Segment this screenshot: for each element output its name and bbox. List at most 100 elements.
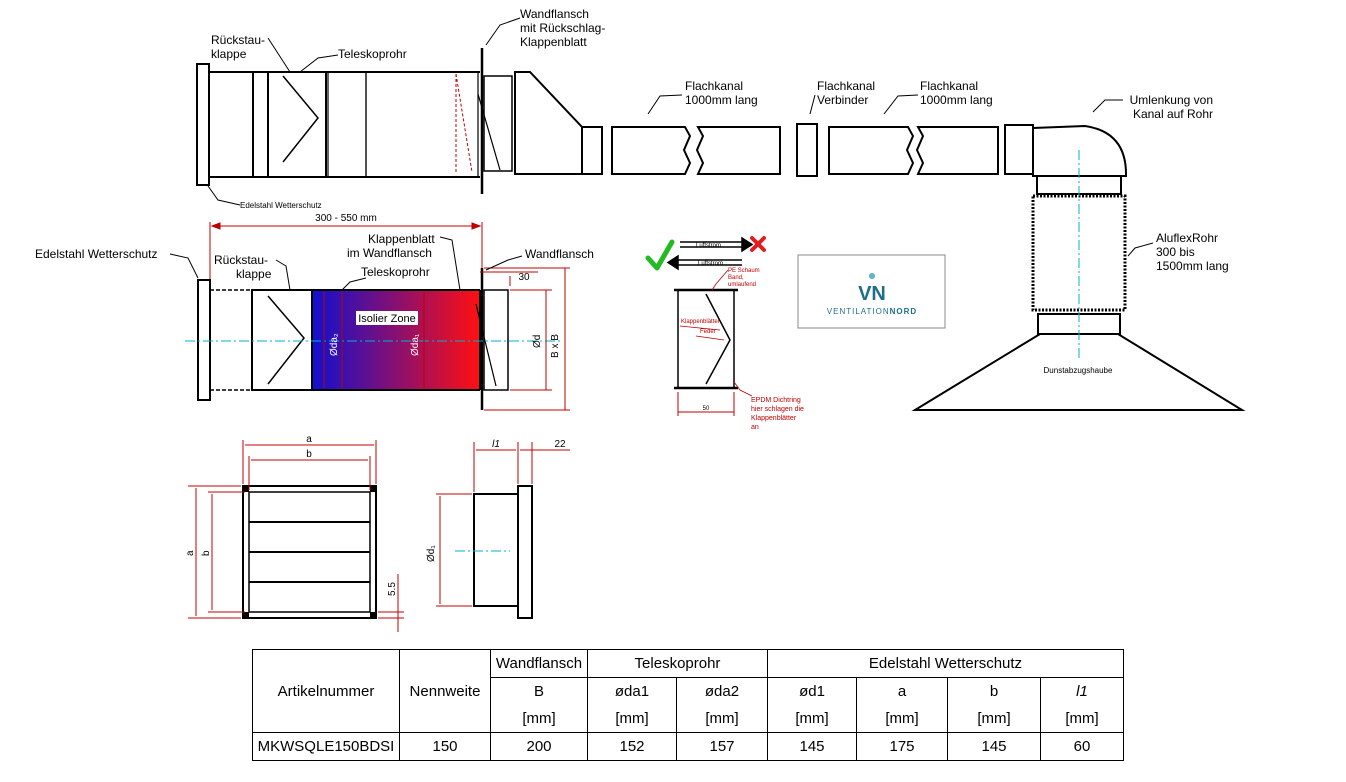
lbl-od1: Ød₁ xyxy=(426,545,437,562)
lbl-dim-30: 30 xyxy=(518,272,530,283)
th-oda2: øda2 xyxy=(676,677,768,705)
lbl-range-dim: 300 - 550 mm xyxy=(315,213,377,224)
table-cell: 145 xyxy=(767,732,857,761)
logo-text-b: NORD xyxy=(890,307,918,316)
lbl-oda2: Øda₂ xyxy=(329,333,340,356)
lbl-dunstabzug: Dunstabzugshaube xyxy=(1044,366,1113,375)
table-cell xyxy=(399,705,491,733)
th-artikelnummer: Artikelnummer xyxy=(252,677,400,705)
svg-text:Rückstau-klappe: Rückstau-klappe xyxy=(211,33,265,61)
table-header-row-2: Artikelnummer Nennweite B øda1 øda2 ød1 … xyxy=(252,677,1124,705)
th-a: a xyxy=(856,677,948,705)
top-dunstabzugshaube xyxy=(911,333,1246,411)
top-flachkanal-verbinder xyxy=(796,123,818,177)
lbl-fkv-1: Flachkanal xyxy=(817,79,875,93)
lbl-fk1-1: Flachkanal xyxy=(685,79,743,93)
lbl-od: Ød xyxy=(532,335,543,348)
lbl-pe-2: Band, xyxy=(728,275,744,281)
lbl-fk2-1: Flachkanal xyxy=(920,79,978,93)
th-wetterschutz: Edelstahl Wetterschutz xyxy=(767,649,1124,678)
top-teleskoprohr xyxy=(327,71,367,178)
top-assembly xyxy=(196,48,1246,411)
lbl-sec-rs-2: klappe xyxy=(236,267,272,281)
check-icon xyxy=(645,239,675,271)
side-view xyxy=(473,485,533,619)
lbl-sec-wandflansch: Wandflansch xyxy=(525,247,594,261)
table-cell xyxy=(252,705,400,733)
th-nennweite: Nennweite xyxy=(399,677,491,705)
th-od1: ød1 xyxy=(767,677,857,705)
table-cell: [mm] xyxy=(587,705,677,733)
logo-text-a: VENTILATION xyxy=(827,307,890,316)
lbl-sec-teleskoprohr: Teleskoprohr xyxy=(361,265,430,279)
th-teleskoprohr: Teleskoprohr xyxy=(587,649,768,678)
th-l1: l1 xyxy=(1040,677,1124,705)
labels: Rückstau-klappe Teleskoprohr Wandflansch… xyxy=(35,7,1229,596)
lbl-top-wetterschutz: Edelstahl Wetterschutz xyxy=(240,201,322,210)
lbl-epdm-1: EPDM Dichtring xyxy=(751,397,801,404)
svg-text:VENTILATIONNORD: VENTILATIONNORD xyxy=(827,307,917,316)
th-bb: b xyxy=(947,677,1041,705)
th-b: B xyxy=(490,677,588,705)
table-cell: [mm] xyxy=(1040,705,1124,733)
table-cell: 145 xyxy=(947,732,1041,761)
table-row: MKWSQLE150BDSI 150 200 152 157 145 175 1… xyxy=(252,732,1124,761)
lbl-klappenblaetter: Klappenblätter xyxy=(681,319,720,325)
lbl-alu-3: 1500mm lang xyxy=(1156,259,1229,273)
table-cell: 175 xyxy=(856,732,948,761)
lbl-epdm-2: hier schlagen die xyxy=(751,406,804,413)
table-cell: 157 xyxy=(676,732,768,761)
table-cell: [mm] xyxy=(676,705,768,733)
spec-table: Wandflansch Teleskoprohr Edelstahl Wette… xyxy=(252,649,1124,761)
top-rueckstauklappe xyxy=(267,71,327,178)
table-cell: [mm] xyxy=(947,705,1041,733)
lbl-wf-2: mit Rückschlag- xyxy=(520,21,605,35)
lbl-pe-3: umlaufend xyxy=(728,282,756,288)
lbl-uml-1: Umlenkung von xyxy=(1130,93,1213,107)
lbl-uml-2: Kanal auf Rohr xyxy=(1133,107,1213,121)
section-rueckstauklappe xyxy=(251,289,313,391)
lbl-luftstrom-bottom: Luftstrom xyxy=(698,261,723,267)
table-units-row: [mm] [mm] [mm] [mm] [mm] [mm] [mm] xyxy=(252,705,1124,733)
table-cell: [mm] xyxy=(856,705,948,733)
lbl-dim-22: 22 xyxy=(554,439,566,450)
lbl-sec-rs-1: Rückstau- xyxy=(214,253,268,267)
cross-icon xyxy=(750,236,766,252)
arrow-left-icon xyxy=(666,254,742,271)
table-cell: 152 xyxy=(587,732,677,761)
lbl-wf-3: Klappenblatt xyxy=(520,35,587,49)
lbl-isolier-zone: Isolier Zone xyxy=(358,313,415,325)
top-umlenkung xyxy=(1032,124,1127,177)
lbl-luftstrom-top: Luftstrom xyxy=(696,243,721,249)
top-wetterschutz-body xyxy=(208,71,254,178)
lbl-epdm-3: Klappenblätter xyxy=(751,415,797,422)
lbl-feder: Feder xyxy=(700,329,716,335)
lbl-alu-2: 300 bis xyxy=(1156,245,1195,259)
detail-airflow xyxy=(645,236,766,271)
lbl-l1: l1 xyxy=(492,439,500,450)
section-assembly xyxy=(185,267,570,411)
lbl-fk2-2: 1000mm lang xyxy=(920,93,993,107)
svg-text:Rückstau-klappe: Rückstau-klappe xyxy=(214,253,272,281)
table-header-row-1: Wandflansch Teleskoprohr Edelstahl Wette… xyxy=(252,649,1124,678)
lbl-a-side: a xyxy=(185,550,196,556)
table-cell: MKWSQLE150BDSI xyxy=(252,732,400,761)
section-isolier-zone xyxy=(312,290,480,390)
lbl-oda1: Øda₁ xyxy=(410,333,421,356)
top-flachkanal-1 xyxy=(611,126,692,175)
lbl-rueckstauklappe-2: klappe xyxy=(211,47,247,61)
lbl-b-top: b xyxy=(306,449,312,460)
lbl-dim-55: 5.5 xyxy=(387,582,398,596)
table-cell xyxy=(252,649,400,678)
table-cell: [mm] xyxy=(490,705,588,733)
lbl-sec-wetterschutz: Edelstahl Wetterschutz xyxy=(35,247,158,261)
table-cell: 150 xyxy=(399,732,491,761)
